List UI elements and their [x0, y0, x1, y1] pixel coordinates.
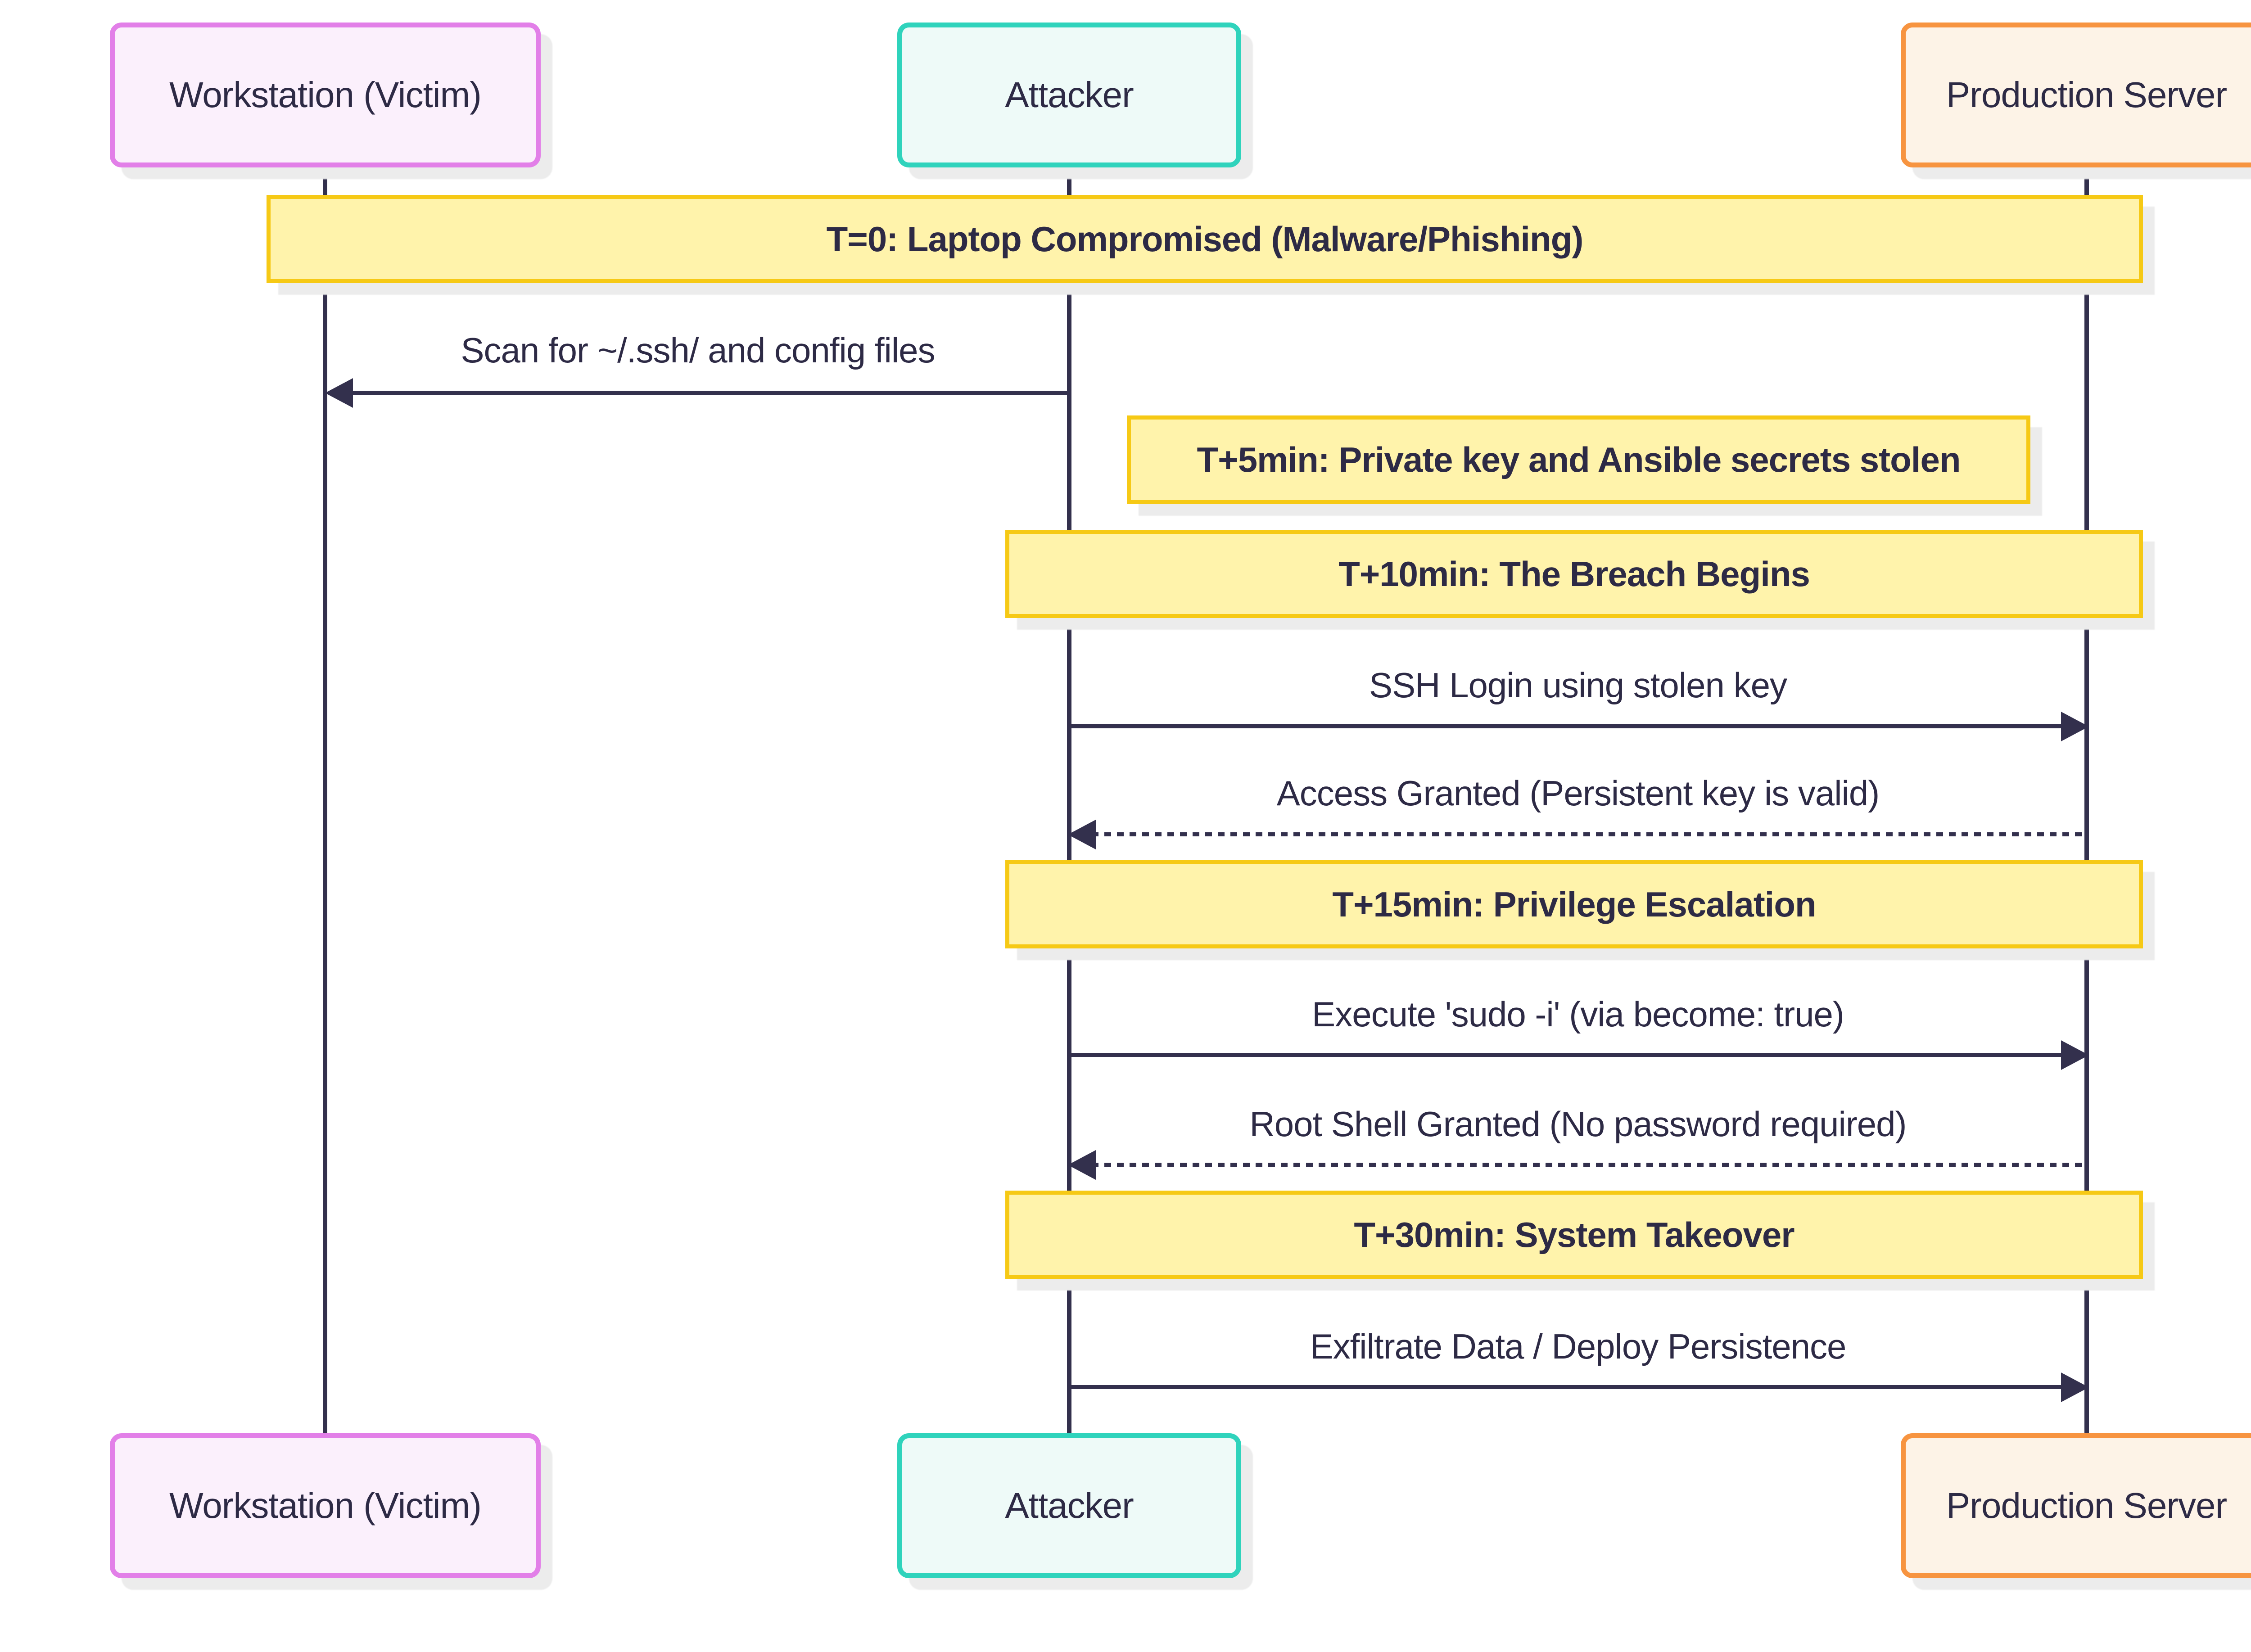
actor-attacker-bottom: Attacker — [897, 1433, 1241, 1578]
phase-banner-t15min-label: T+15min: Privilege Escalation — [1332, 884, 1816, 924]
actor-production-server-top: Production Server — [1901, 23, 2251, 167]
message-exfiltrate-line — [1069, 1385, 2064, 1389]
message-execute-sudo-label: Execute 'sudo -i' (via become: true) — [1312, 994, 1844, 1034]
actor-workstation-label: Workstation (Victim) — [169, 75, 482, 115]
actor-production-server-bottom: Production Server — [1901, 1433, 2251, 1578]
phase-banner-t10min-label: T+10min: The Breach Begins — [1338, 554, 1810, 594]
message-scan-arrowhead-icon — [325, 378, 353, 408]
lifeline-workstation — [323, 167, 327, 1435]
phase-banner-t30min-label: T+30min: System Takeover — [1354, 1214, 1794, 1255]
message-scan-label: Scan for ~/.ssh/ and config files — [461, 330, 935, 370]
message-root-shell-label: Root Shell Granted (No password required… — [1249, 1104, 1907, 1144]
message-scan-line — [349, 391, 1069, 395]
message-execute-sudo-line — [1069, 1053, 2064, 1057]
message-ssh-login-arrowhead-icon — [2061, 712, 2089, 741]
message-exfiltrate-label: Exfiltrate Data / Deploy Persistence — [1310, 1326, 1847, 1366]
note-t5min-label: T+5min: Private key and Ansible secrets … — [1197, 440, 1961, 479]
message-access-granted-arrowhead-icon — [1068, 820, 1096, 849]
message-root-shell-arrowhead-icon — [1068, 1150, 1096, 1180]
message-root-shell-line — [1092, 1163, 2087, 1167]
phase-banner-t30min: T+30min: System Takeover — [1005, 1191, 2143, 1279]
actor-production-server-label: Production Server — [1946, 75, 2227, 115]
actor-attacker-top: Attacker — [897, 23, 1241, 167]
message-ssh-login-line — [1069, 724, 2064, 728]
message-ssh-login-label: SSH Login using stolen key — [1369, 665, 1787, 705]
actor-workstation-top: Workstation (Victim) — [110, 23, 541, 167]
message-exfiltrate-arrowhead-icon — [2061, 1372, 2089, 1402]
lifeline-attacker — [1067, 167, 1071, 1435]
phase-banner-t15min: T+15min: Privilege Escalation — [1005, 860, 2143, 948]
message-execute-sudo-arrowhead-icon — [2061, 1040, 2089, 1070]
phase-banner-t0: T=0: Laptop Compromised (Malware/Phishin… — [267, 195, 2143, 283]
message-access-granted-line — [1092, 832, 2087, 836]
actor-workstation-bottom: Workstation (Victim) — [110, 1433, 541, 1578]
lifeline-production-server — [2084, 167, 2089, 1435]
actor-workstation-bottom-label: Workstation (Victim) — [169, 1485, 482, 1526]
actor-attacker-label: Attacker — [1005, 75, 1134, 115]
note-t5min: T+5min: Private key and Ansible secrets … — [1127, 415, 2030, 504]
actor-attacker-bottom-label: Attacker — [1005, 1485, 1134, 1526]
phase-banner-t10min: T+10min: The Breach Begins — [1005, 530, 2143, 618]
phase-banner-t0-label: T=0: Laptop Compromised (Malware/Phishin… — [826, 219, 1584, 259]
actor-production-server-bottom-label: Production Server — [1946, 1485, 2227, 1526]
message-access-granted-label: Access Granted (Persistent key is valid) — [1276, 773, 1880, 813]
